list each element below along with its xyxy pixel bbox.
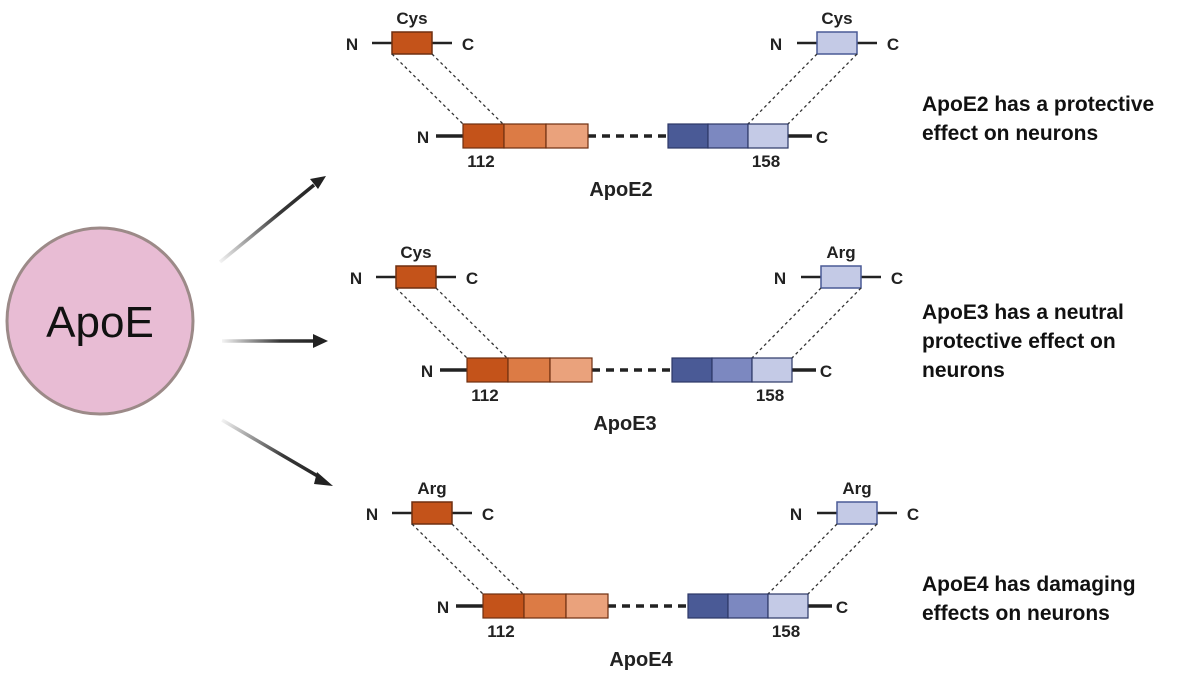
apoe2-left-n-label: N [346, 35, 358, 54]
apoe2-chain-c-label: C [816, 128, 828, 147]
apoe4-position-112: 112 [487, 622, 514, 641]
apoe4-left-residue-box [411, 501, 453, 525]
apoe-circle [5, 226, 195, 416]
apoe3-left-residue-box [395, 265, 437, 289]
arrow-to-apoe2 [218, 176, 326, 264]
arrow-to-apoe3 [222, 334, 328, 348]
apoe2-right-projection-b [787, 53, 858, 125]
apoe2-blue-segment-3 [747, 123, 789, 149]
apoe3-orange-segment-1 [466, 357, 509, 383]
apoe3-orange-segment-3 [549, 357, 593, 383]
apoe3-position-112: 112 [471, 386, 498, 405]
apoe4-position-158: 158 [772, 622, 800, 641]
apoe4-right-residue-label: Arg [842, 479, 871, 498]
apoe4-blue-segment-1 [687, 593, 729, 619]
apoe4-left-c-label: C [482, 505, 494, 524]
apoe4-right-n-label: N [790, 505, 802, 524]
apoe3-name-label: ApoE3 [593, 413, 656, 435]
apoe2-effect-text: ApoE2 has a protective effect on neurons [922, 93, 1155, 145]
apoe3-left-c-label: C [466, 269, 478, 288]
apoe4-left-projection-b [451, 523, 524, 595]
apoe2-left-projection-a [391, 53, 464, 125]
apoe2-position-112: 112 [467, 152, 494, 171]
apoe2-blue-segment-1 [667, 123, 709, 149]
apoe3-right-c-label: C [891, 269, 903, 288]
apoe3-orange-segment-2 [507, 357, 551, 383]
apoe2-name-label: ApoE2 [589, 179, 652, 201]
apoe2-orange-segment-2 [503, 123, 547, 149]
apoe3-blue-segment-3 [751, 357, 793, 383]
apoe2-left-residue-label: Cys [396, 9, 427, 28]
apoe4-effect-text: ApoE4 has damaging effects on neurons [922, 573, 1136, 625]
apoe4-blue-segment-3 [767, 593, 809, 619]
apoe2-orange-segment-1 [462, 123, 505, 149]
apoe3-effect-text: ApoE3 has a neutral protective effect on… [922, 301, 1124, 382]
apoe2-right-c-label: C [887, 35, 899, 54]
apoe2-right-projection-a [747, 53, 818, 125]
apoe3-left-projection-b [435, 287, 508, 359]
apoe2-left-residue-box [391, 31, 433, 55]
apoe2-left-projection-b [431, 53, 504, 125]
apoe3-left-n-label: N [350, 269, 362, 288]
apoe4-chain-n-label: N [437, 598, 449, 617]
apoe3-left-residue-label: Cys [400, 243, 431, 262]
apoe2-orange-segment-3 [545, 123, 589, 149]
apoe4-right-projection-b [807, 523, 878, 595]
apoe4-orange-segment-3 [565, 593, 609, 619]
apoe4-orange-segment-2 [523, 593, 567, 619]
apoe2-right-residue-label: Cys [821, 9, 852, 28]
apoe4-orange-segment-1 [482, 593, 525, 619]
apoe4-blue-segment-2 [727, 593, 769, 619]
apoe4-chain-c-label: C [836, 598, 848, 617]
apoe3-position-158: 158 [756, 386, 784, 405]
apoe2-right-residue-box [816, 31, 858, 55]
apoe3-right-residue-label: Arg [826, 243, 855, 262]
apoe3-right-n-label: N [774, 269, 786, 288]
arrow-to-apoe4 [221, 418, 333, 486]
apoe2-right-n-label: N [770, 35, 782, 54]
apoe3-chain-n-label: N [421, 362, 433, 381]
apoe3-left-projection-a [395, 287, 468, 359]
apoe3-chain-c-label: C [820, 362, 832, 381]
apoe3-right-projection-b [791, 287, 862, 359]
apoe3-right-residue-box [820, 265, 862, 289]
apoe4-name-label: ApoE4 [609, 649, 673, 671]
apoe4-left-n-label: N [366, 505, 378, 524]
apoe2-chain-n-label: N [417, 128, 429, 147]
apoe3-blue-segment-1 [671, 357, 713, 383]
apoe3-blue-segment-2 [711, 357, 753, 383]
apoe-label: ApoE [46, 298, 154, 347]
apoe2-left-c-label: C [462, 35, 474, 54]
apoe4-right-c-label: C [907, 505, 919, 524]
apoe4-left-residue-label: Arg [417, 479, 446, 498]
apoe3-right-projection-a [751, 287, 822, 359]
apoe4-left-projection-a [411, 523, 484, 595]
apoe2-position-158: 158 [752, 152, 780, 171]
apoe4-right-projection-a [767, 523, 838, 595]
apoe2-blue-segment-2 [707, 123, 749, 149]
apoe4-right-residue-box [836, 501, 878, 525]
